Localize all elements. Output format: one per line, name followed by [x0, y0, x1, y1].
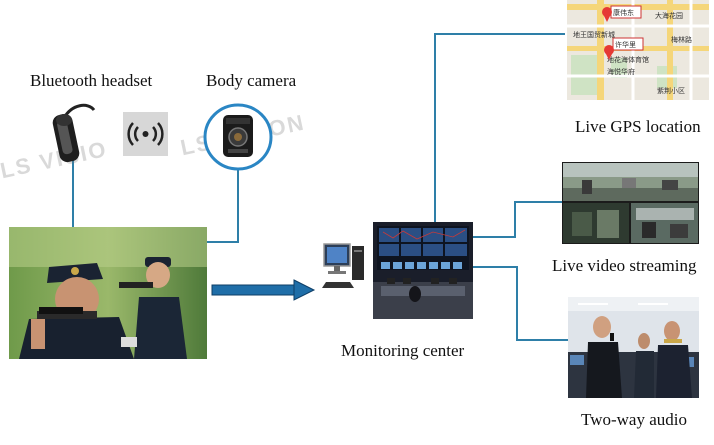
police-officers-photo	[9, 227, 207, 359]
map-pin-icon	[604, 45, 614, 60]
map-poi-2: 许华里	[615, 40, 636, 49]
map-street-2: 地王国贸新城	[573, 30, 615, 39]
two-way-audio-photo	[568, 297, 699, 398]
two-way-audio-label: Two-way audio	[581, 410, 687, 429]
map-street-3: 梅林路	[671, 35, 692, 44]
gps-map: 康伟东 许华里 大海花园 地王国贸新城 梅林路 海悦华府 紫荆小区 地花海体育馆	[567, 0, 709, 100]
audio-connector	[472, 266, 568, 341]
video-streaming-photo	[562, 162, 699, 244]
map-street-6: 地花海体育馆	[607, 55, 649, 64]
map-pin-icon	[602, 7, 612, 22]
body-camera-icon	[203, 103, 273, 171]
wireless-signal-icon	[123, 112, 168, 156]
video-connector	[472, 201, 563, 238]
bluetooth-headset-icon	[52, 103, 96, 163]
data-flow-arrow	[211, 279, 316, 301]
map-street-5: 紫荆小区	[657, 86, 685, 95]
computer-icon	[322, 243, 364, 288]
live-video-label: Live video streaming	[552, 256, 697, 275]
gps-connector	[434, 33, 565, 222]
bluetooth-headset-label: Bluetooth headset	[30, 71, 153, 90]
monitoring-center-photo	[373, 222, 473, 319]
monitoring-center-label: Monitoring center	[341, 341, 465, 360]
body-camera-label: Body camera	[206, 71, 297, 90]
map-poi-1: 康伟东	[613, 8, 634, 17]
live-gps-label: Live GPS location	[575, 117, 701, 136]
map-street-1: 大海花园	[655, 11, 683, 20]
map-street-4: 海悦华府	[607, 67, 635, 76]
